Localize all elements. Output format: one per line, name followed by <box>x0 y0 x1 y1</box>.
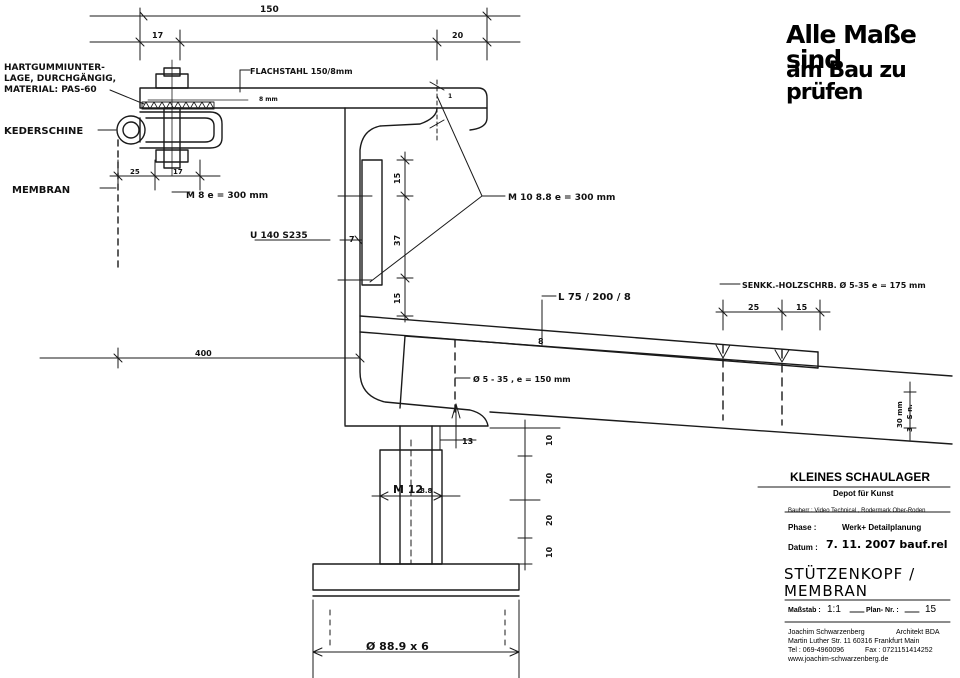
top-dimensions <box>89 7 521 61</box>
dim-25b: 25 <box>748 303 760 312</box>
label-senkk: SENKK.-HOLZSCHRB. Ø 5-35 e = 175 mm <box>742 280 926 290</box>
label-flachstahl: FLACHSTAHL 150/8mm <box>250 67 353 76</box>
architect-fax: Fax : 0721151414252 <box>865 647 933 654</box>
phase-label: Phase : <box>788 523 817 532</box>
architect-name: Joachim Schwarzenberg <box>788 629 865 636</box>
dim-8: 8 <box>538 337 544 346</box>
label-8mm: 8 mm <box>259 96 278 103</box>
label-membran: MEMBRAN <box>12 185 70 196</box>
column-dimensions <box>337 151 414 323</box>
plan-value: 15 <box>925 604 937 615</box>
datum-label: Datum : <box>788 543 818 552</box>
dim-30mm: 30 mm <box>896 401 904 428</box>
thickness-dimension <box>903 381 917 441</box>
keder-dimensions <box>109 159 221 191</box>
inclined-beam <box>359 295 953 445</box>
dim-20a: 20 <box>545 472 554 484</box>
dim-13: 13 <box>462 437 473 446</box>
dim-20: 20 <box>452 31 464 40</box>
phase-value: Werk+ Detailplanung <box>842 523 922 532</box>
label-hartgummi-2: LAGE, DURCHGÄNGIG, <box>4 73 116 84</box>
datum-value: 7. 11. 2007 bauf.rel <box>826 538 948 551</box>
label-bolt-m8: M 8 e = 300 mm <box>186 191 268 201</box>
label-bolt-m10: M 10 8.8 e = 300 mm <box>508 193 615 203</box>
massstab-label: Maßstab : <box>788 607 821 614</box>
massstab-value: 1:1 <box>827 604 841 615</box>
label-l75: L 75 / 200 / 8 <box>558 292 631 303</box>
dim-10a: 10 <box>545 434 554 446</box>
label-m12-grade: 8.8 <box>420 487 433 495</box>
dim-1: 1 <box>448 93 452 100</box>
label-phi-535: Ø 5 - 35 , e = 150 mm <box>473 374 571 384</box>
dim-15c: 15 <box>796 303 808 312</box>
label-u140: U 140 S235 <box>250 231 308 241</box>
column-profile <box>344 107 489 427</box>
dim-3sn: 3 - S n. <box>906 404 914 432</box>
dim-7: 7 <box>349 235 355 244</box>
dim-10b: 10 <box>545 546 554 558</box>
title-block-frame <box>757 486 951 623</box>
dim-17a: 17 <box>152 31 163 40</box>
m10-leaders <box>254 79 506 283</box>
architect-address: Martin Luther Str. 11 60316 Frankfurt Ma… <box>788 638 920 645</box>
flat-steel-plate <box>139 87 488 110</box>
screw-dimensions <box>715 283 831 331</box>
dim-150: 150 <box>260 5 279 15</box>
label-kederschine: KEDERSCHINE <box>4 126 83 137</box>
label-hartgummi-1: HARTGUMMIUNTER- <box>4 63 105 73</box>
note-line-1: Alle Maße sind <box>786 20 917 74</box>
label-tube: Ø 88.9 x 6 <box>366 640 429 653</box>
architect-title: Architekt BDA <box>896 629 940 636</box>
note-line-2: am Bau zu prüfen <box>786 58 907 105</box>
dim-17b: 17 <box>173 168 183 176</box>
dim-15b: 15 <box>393 292 402 304</box>
dim-15a: 15 <box>393 172 402 184</box>
label-m12: M 12 <box>393 483 423 496</box>
label-hartgummi-3: MATERIAL: PAS-60 <box>4 85 97 95</box>
architect-phone: Tel : 069-4960096 <box>788 647 845 654</box>
tube-dimension <box>312 599 520 678</box>
bauherr-line: Bauherr : Video Technical , Rodermark Ob… <box>788 508 926 514</box>
keder-rail <box>116 111 223 149</box>
drawing-title-2: MEMBRAN <box>784 582 868 600</box>
dim-25a: 25 <box>130 168 140 176</box>
drawing-title-1: STÜTZENKOPF / <box>784 565 916 583</box>
plan-label: Plan- Nr. : <box>866 607 899 614</box>
m12-dimensions <box>371 487 461 505</box>
project-subtitle: Depot für Kunst <box>833 489 894 498</box>
architect-web: www.joachim-schwarzenberg.de <box>788 656 889 663</box>
dim-20b: 20 <box>545 514 554 526</box>
dim-37: 37 <box>393 235 402 246</box>
dimension-400 <box>39 347 365 369</box>
dim-400: 400 <box>195 349 212 358</box>
stem-dimensions <box>489 419 561 571</box>
column-stem <box>312 403 520 597</box>
project-title: KLEINES SCHAULAGER <box>790 470 931 484</box>
